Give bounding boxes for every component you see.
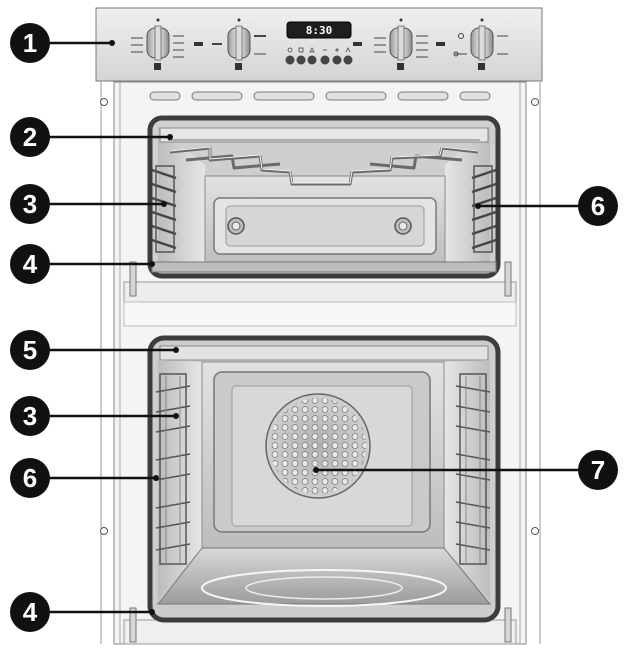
control-panel: 8:30 [95, 7, 543, 82]
callout-5: 5 [10, 330, 179, 370]
callout-5-number: 5 [23, 335, 37, 365]
timer-button-lock[interactable] [343, 55, 353, 65]
hinge-screw-top-right [531, 98, 539, 106]
callout-3-lower-number: 3 [23, 401, 37, 431]
knob-3-symbol-icon [397, 63, 404, 70]
upper-shelf-rails-right [471, 165, 497, 253]
knob-1-scale-marks [131, 35, 184, 58]
indicator-light [194, 42, 203, 46]
knob-upper-oven-temperature[interactable] [212, 18, 266, 71]
callout-4-lower-number: 4 [23, 597, 38, 627]
callout-2: 2 [10, 117, 173, 157]
callout-7: 7 [313, 450, 618, 490]
convection-fan [265, 393, 371, 499]
display-time: 8:30 [306, 24, 333, 37]
indicator-light-3 [436, 42, 445, 46]
knob-2-symbol-icon [235, 63, 242, 70]
lower-oven [129, 335, 512, 643]
callout-1-number: 1 [23, 28, 37, 58]
timer-button-1[interactable] [285, 55, 295, 65]
hinge-screw-bottom-right [531, 527, 539, 535]
knob-lower-oven-function[interactable] [374, 18, 428, 71]
indicator-light-2 [353, 42, 362, 46]
callout-1: 1 [10, 23, 115, 63]
hinge-screw-top-left [100, 98, 108, 106]
top-heating-element [169, 146, 479, 186]
timer-button-minus[interactable] [320, 55, 330, 65]
timer-button-3[interactable] [307, 55, 317, 65]
callout-6-upper: 6 [475, 186, 618, 226]
callout-6-upper-number: 6 [591, 191, 605, 221]
callout-3-upper-number: 3 [23, 189, 37, 219]
timer-buttons [285, 47, 353, 65]
knob-1-symbol-icon [154, 63, 161, 70]
hinge-screw-bottom-left [100, 527, 108, 535]
clock-display: 8:30 [286, 21, 352, 39]
callout-4-upper-number: 4 [23, 249, 38, 279]
upper-oven [129, 115, 512, 297]
oven-divider [123, 281, 517, 303]
callout-4-lower: 4 [10, 592, 155, 632]
knob-upper-oven-function[interactable] [131, 18, 184, 71]
knob-lower-oven-temperature[interactable] [453, 18, 508, 71]
callout-3-upper: 3 [10, 184, 167, 224]
knob-4-symbol-icon [478, 63, 485, 70]
lower-shelf-rails-left [155, 373, 191, 565]
callout-2-number: 2 [23, 122, 37, 152]
callout-6-lower: 6 [10, 458, 159, 498]
callouts: 1 2 3 6 4 [10, 23, 618, 632]
timer-button-plus[interactable] [332, 55, 342, 65]
callout-6-lower-number: 6 [23, 463, 37, 493]
callout-7-number: 7 [591, 455, 605, 485]
timer-button-2[interactable] [296, 55, 306, 65]
ventilation-slots [149, 91, 491, 101]
callout-3-lower: 3 [10, 396, 179, 436]
callout-4-upper: 4 [10, 244, 155, 284]
